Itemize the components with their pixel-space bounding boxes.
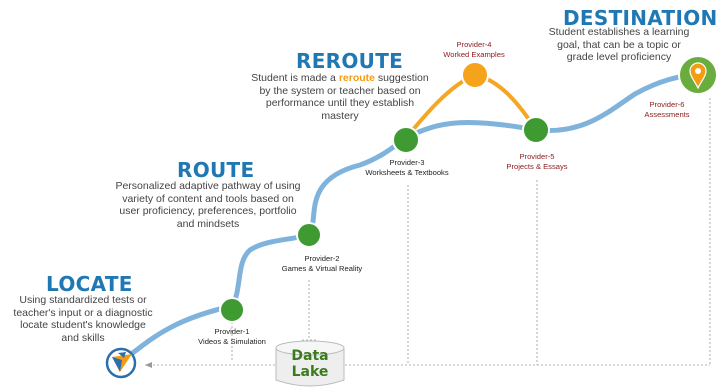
provider-3-label: Provider-3 Worksheets & Textbooks <box>365 158 449 177</box>
provider-5-label: Provider-5 Projects & Essays <box>506 152 568 171</box>
provider-3-node[interactable] <box>392 126 420 154</box>
locate-description: Using standardized tests or teacher's in… <box>13 294 153 344</box>
dashed-connectors <box>145 98 711 368</box>
location-pin-icon <box>689 62 707 90</box>
destination-node[interactable] <box>678 55 718 95</box>
route-description: Personalized adaptive pathway of using v… <box>115 180 301 230</box>
provider-1-node[interactable] <box>219 297 245 323</box>
destination-heading: DESTINATION <box>563 6 718 30</box>
provider-2-node[interactable] <box>296 222 322 248</box>
provider-5-node[interactable] <box>522 116 550 144</box>
database-cylinder-icon <box>275 340 345 387</box>
compass-location-icon[interactable] <box>105 347 137 379</box>
reroute-description: Student is made a reroute suggestion by … <box>251 72 429 122</box>
provider-1-label: Provider-1 Videos & Simulation <box>198 327 266 346</box>
provider-6-label: Provider-6 Assessments <box>644 100 690 119</box>
provider-4-node[interactable] <box>461 61 489 89</box>
data-lake-label: Data Lake <box>291 348 329 380</box>
provider-2-label: Provider-2 Games & Virtual Reality <box>281 254 363 273</box>
provider-4-label: Provider-4 Worked Examples <box>443 40 505 59</box>
locate-heading: LOCATE <box>46 272 133 296</box>
arrow-head-locate <box>145 362 152 368</box>
reroute-highlight: reroute <box>338 72 376 84</box>
reroute-heading: REROUTE <box>296 49 404 73</box>
destination-description: Student establishes a learning goal, tha… <box>548 26 690 63</box>
route-heading: ROUTE <box>177 158 255 182</box>
